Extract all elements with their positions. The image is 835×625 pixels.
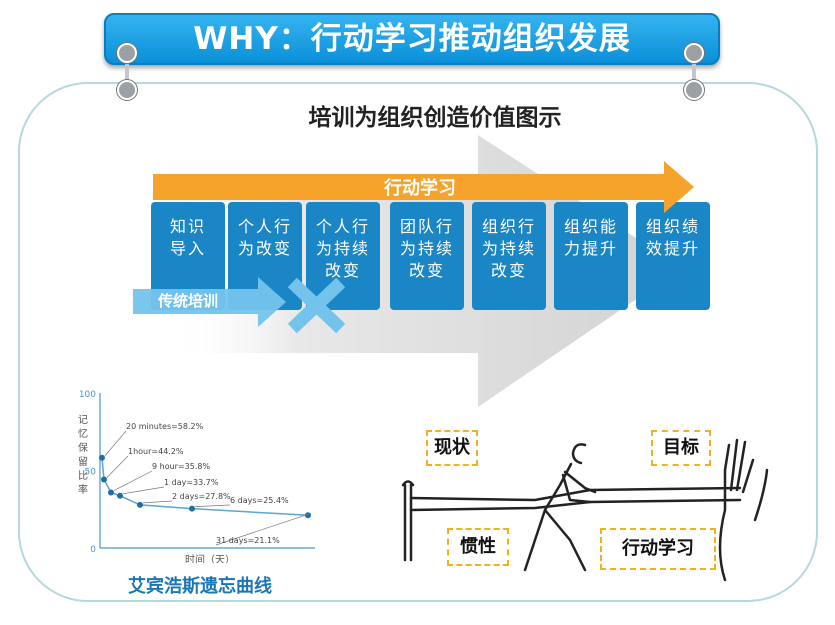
right-clip — [692, 52, 696, 88]
traditional-training-arrow — [133, 277, 286, 327]
data-label: 9 hour=35.8% — [152, 462, 210, 471]
left-clip — [125, 52, 129, 88]
stage-team-sustained: 团队行为持续改变 — [390, 202, 464, 310]
stage-org-capability: 组织能力提升 — [554, 202, 628, 310]
stage-individual-sustained: 个人行为持续改变 — [306, 202, 380, 310]
data-point — [101, 476, 107, 483]
right-ring-bottom — [684, 80, 704, 100]
page-title: WHY：行动学习推动组织发展 — [193, 21, 631, 57]
person-figure — [523, 443, 597, 572]
stage-label: 团队行为持续改变 — [399, 217, 454, 280]
rope-lower — [409, 498, 742, 512]
label-leader — [106, 455, 129, 478]
stage-label: 个人行为持续改变 — [315, 217, 370, 280]
data-label: 20 minutes=58.2% — [126, 422, 204, 431]
tag-goal: 目标 — [651, 430, 711, 466]
tag-inertia: 惯性 — [447, 528, 509, 566]
tag-current-state: 现状 — [426, 430, 478, 466]
tug-illustration — [401, 438, 769, 582]
stage-label: 知识导入 — [169, 217, 206, 258]
left-ring-top — [117, 43, 137, 63]
data-label: 6 days=25.4% — [230, 496, 289, 505]
chart-plot: 20 minutes=58.2% 1hour=44.2% 9 hour=35.8% 1… — [99, 422, 312, 546]
y-tick-label: 0 — [90, 545, 96, 555]
content-panel — [18, 82, 818, 602]
title-banner — [104, 13, 720, 65]
data-label: 1hour=44.2% — [128, 447, 184, 456]
action-learning-label: 行动学习 — [384, 178, 456, 199]
stage-label: 个人行为改变 — [237, 217, 292, 258]
right-ring-top — [684, 43, 704, 63]
stage-org-sustained: 组织行为持续改变 — [472, 202, 546, 310]
left-post — [401, 480, 415, 562]
data-label: 31 days=21.1% — [216, 536, 280, 545]
label-leader — [142, 500, 173, 504]
chart-caption: 艾宾浩斯遗忘曲线 — [128, 576, 272, 597]
label-leader — [194, 504, 231, 507]
diagram-subtitle: 培训为组织创造价值图示 — [308, 105, 562, 131]
data-point — [117, 492, 123, 499]
label-leader — [215, 512, 312, 546]
data-point — [99, 454, 105, 461]
label-leader — [104, 430, 127, 457]
data-point — [108, 489, 114, 496]
stage-label: 组织行为持续改变 — [481, 217, 536, 280]
y-tick-label: 50 — [85, 468, 97, 478]
stage-label: 组织绩效提升 — [645, 217, 700, 258]
label-leader — [122, 486, 165, 495]
raised-hand — [718, 438, 769, 582]
data-point — [137, 501, 143, 508]
stage-org-performance: 组织绩效提升 — [636, 202, 710, 310]
left-ring-bottom — [117, 80, 137, 100]
data-label: 1 day=33.7% — [164, 478, 219, 487]
x-axis-label: 时间（天） — [185, 553, 235, 563]
data-label: 2 days=27.8% — [172, 492, 231, 501]
y-tick-label: 100 — [79, 390, 96, 400]
traditional-training-label: 传统培训 — [158, 292, 219, 310]
label-leader — [113, 470, 153, 491]
tag-action-learning: 行动学习 — [600, 528, 716, 570]
action-learning-arrow — [153, 161, 694, 213]
blocked-x-icon — [287, 277, 346, 334]
data-point — [189, 505, 195, 512]
stage-label: 组织能力提升 — [563, 217, 618, 258]
rope-upper — [409, 486, 742, 502]
y-axis-label: 记忆保留比率 — [78, 414, 88, 496]
